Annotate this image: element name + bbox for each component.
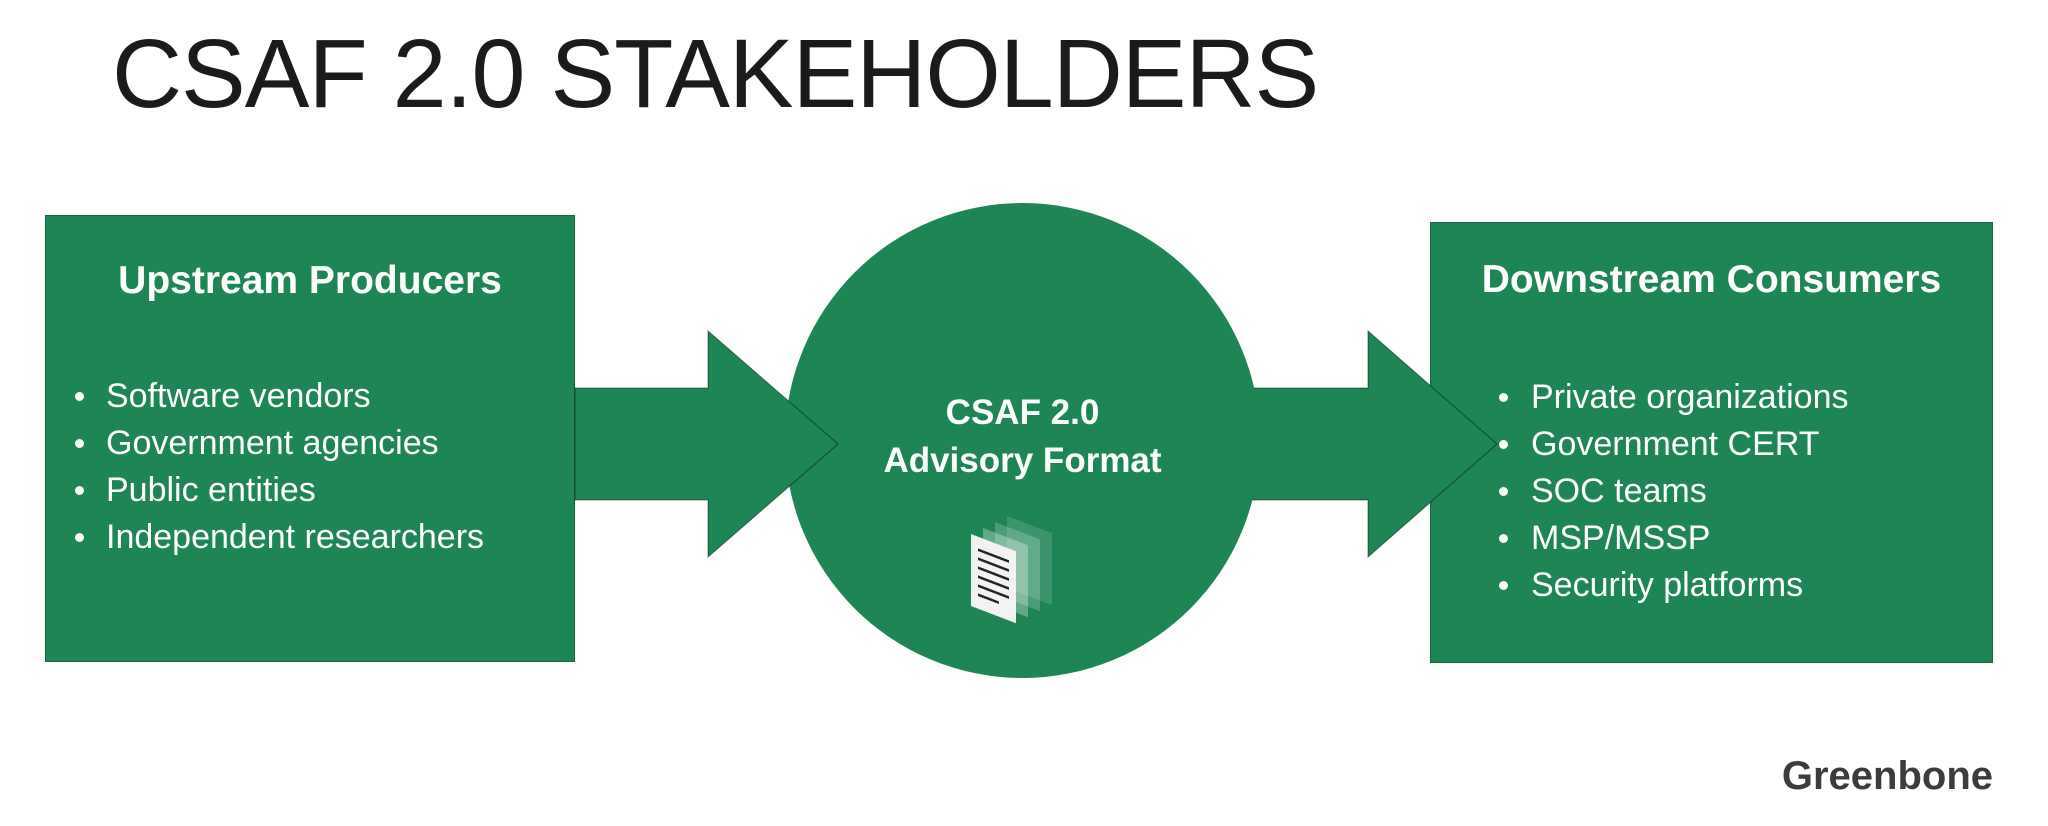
list-item: SOC teams xyxy=(1431,468,1992,515)
list-item: Private organizations xyxy=(1431,374,1992,421)
bullet-icon xyxy=(1499,487,1508,496)
list-item-label: Government agencies xyxy=(106,424,439,462)
list-item-label: Government CERT xyxy=(1531,425,1820,463)
bullet-icon xyxy=(1499,534,1508,543)
csaf-node-label: CSAF 2.0 Advisory Format xyxy=(785,389,1260,485)
list-item-label: SOC teams xyxy=(1531,472,1707,510)
csaf-advisory-node: CSAF 2.0 Advisory Format xyxy=(785,203,1260,678)
bullet-icon xyxy=(75,486,84,495)
advisory-document-icon xyxy=(971,516,1052,624)
ghost-page-icon xyxy=(1007,516,1052,606)
list-item: Security platforms xyxy=(1431,562,1992,609)
list-item-label: Independent researchers xyxy=(106,518,485,556)
list-item-label: Private organizations xyxy=(1531,378,1849,416)
list-item-label: Software vendors xyxy=(106,377,371,415)
list-item: Software vendors xyxy=(46,373,574,420)
greenbone-logo: Greenbone xyxy=(1781,754,1993,798)
page-title: CSAF 2.0 STAKEHOLDERS xyxy=(112,19,1319,128)
bullet-icon xyxy=(1499,393,1508,402)
csaf-node-line2: Advisory Format xyxy=(883,441,1162,480)
document-page-icon xyxy=(971,534,1016,624)
list-item: Government CERT xyxy=(1431,421,1992,468)
bullet-icon xyxy=(1499,581,1508,590)
bullet-icon xyxy=(1499,440,1508,449)
bullet-icon xyxy=(75,533,84,542)
downstream-consumers-box: Downstream Consumers Private organizatio… xyxy=(1430,222,1993,663)
list-item: Independent researchers xyxy=(46,514,574,561)
list-item-label: Security platforms xyxy=(1531,566,1804,604)
list-item-label: MSP/MSSP xyxy=(1531,519,1711,557)
list-item: MSP/MSSP xyxy=(1431,515,1992,562)
downstream-header: Downstream Consumers xyxy=(1481,258,1942,301)
csaf-node-line1: CSAF 2.0 xyxy=(945,393,1100,432)
upstream-producers-box: Upstream Producers Software vendors Gove… xyxy=(45,215,575,662)
list-item-label: Public entities xyxy=(106,471,316,509)
list-item: Government agencies xyxy=(46,420,574,467)
upstream-list: Software vendors Government agencies Pub… xyxy=(46,373,574,561)
bullet-icon xyxy=(75,439,84,448)
upstream-header: Upstream Producers xyxy=(118,259,502,302)
downstream-list: Private organizations Government CERT SO… xyxy=(1431,374,1992,609)
list-item: Public entities xyxy=(46,467,574,514)
bullet-icon xyxy=(75,392,84,401)
